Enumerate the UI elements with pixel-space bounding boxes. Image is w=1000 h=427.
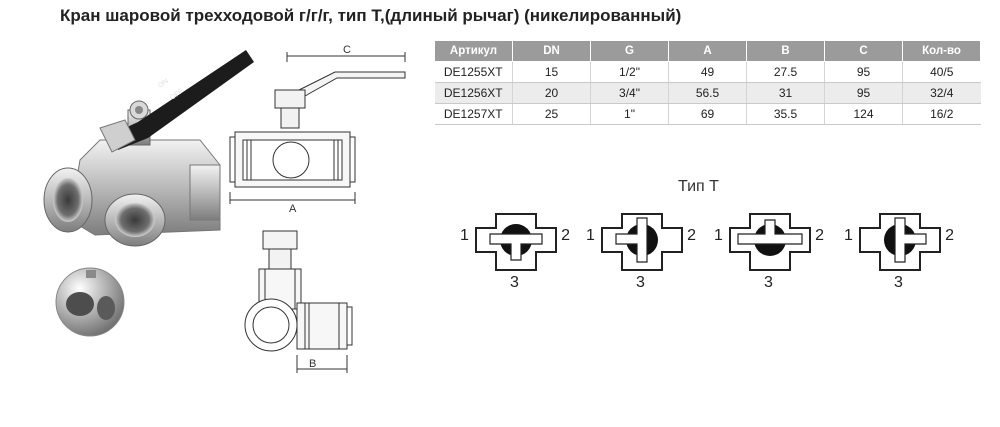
port-label-right: 2 <box>561 227 570 244</box>
ball-photo <box>55 267 125 337</box>
handle-on-text: ON <box>157 78 170 90</box>
flow-position-icon <box>601 213 683 271</box>
col-dn: DN <box>512 40 591 62</box>
cell-g: 1" <box>590 103 669 125</box>
port-label-right: 2 <box>815 227 824 244</box>
port-label-bottom: 3 <box>636 274 645 291</box>
col-qty: Кол-во <box>902 40 981 62</box>
cell-article: DE1255XT <box>434 61 513 83</box>
cell-g: 3/4" <box>590 82 669 104</box>
cell-b: 27.5 <box>746 61 825 83</box>
dim-c-label: C <box>343 44 351 56</box>
port-diagram-2: 1 2 3 <box>586 212 696 294</box>
cell-a: 56.5 <box>668 82 747 104</box>
cell-a: 69 <box>668 103 747 125</box>
cell-qty: 40/5 <box>902 61 981 83</box>
cell-qty: 32/4 <box>902 82 981 104</box>
port-label-right: 2 <box>687 227 696 244</box>
port-label-left: 1 <box>714 227 723 244</box>
col-article: Артикул <box>434 40 513 62</box>
port-label-left: 1 <box>460 227 469 244</box>
flow-position-icon <box>729 213 811 271</box>
cell-a: 49 <box>668 61 747 83</box>
dim-b-label: B <box>309 358 316 370</box>
cell-c: 95 <box>824 61 903 83</box>
cell-c: 95 <box>824 82 903 104</box>
page-title: Кран шаровой трехходовой г/г/г, тип Т,(д… <box>60 6 682 25</box>
type-label: Тип Т <box>678 178 719 195</box>
port-label-bottom: 3 <box>764 274 773 291</box>
col-b: B <box>746 40 825 62</box>
cell-b: 35.5 <box>746 103 825 125</box>
cell-b: 31 <box>746 82 825 104</box>
cell-article: DE1256XT <box>434 82 513 104</box>
table-row: DE1256XT 20 3/4" 56.5 31 95 32/4 <box>434 82 981 104</box>
port-label-right: 2 <box>945 227 954 244</box>
col-g: G <box>590 40 669 62</box>
port-diagram-3: 1 2 3 <box>714 212 824 294</box>
cell-c: 124 <box>824 103 903 125</box>
port-diagram-4: 1 2 3 <box>844 212 954 294</box>
table-row: DE1257XT 25 1" 69 35.5 124 16/2 <box>434 103 981 125</box>
table-header-row: Артикул DN G A B C Кол-во <box>434 40 981 62</box>
cell-dn: 20 <box>512 82 591 104</box>
valve-side-drawing: A C <box>229 44 406 212</box>
cell-dn: 15 <box>512 61 591 83</box>
cell-dn: 25 <box>512 103 591 125</box>
flow-position-icon <box>475 213 557 271</box>
port-label-left: 1 <box>586 227 595 244</box>
table-row: DE1255XT 15 1/2" 49 27.5 95 40/5 <box>434 61 981 83</box>
port-label-left: 1 <box>844 227 853 244</box>
col-a: A <box>668 40 747 62</box>
valve-top-drawing: B <box>244 230 353 373</box>
cell-g: 1/2" <box>590 61 669 83</box>
cell-article: DE1257XT <box>434 103 513 125</box>
valve-photo: ON OFF <box>43 50 254 247</box>
spec-table: Артикул DN G A B C Кол-во DE1255XT 15 1/… <box>434 40 981 125</box>
port-label-bottom: 3 <box>510 274 519 291</box>
dim-a-label: A <box>289 203 297 212</box>
port-diagram-1: 1 2 3 <box>460 212 570 294</box>
flow-position-icon <box>859 213 941 271</box>
port-label-bottom: 3 <box>894 274 903 291</box>
col-c: C <box>824 40 903 62</box>
cell-qty: 16/2 <box>902 103 981 125</box>
